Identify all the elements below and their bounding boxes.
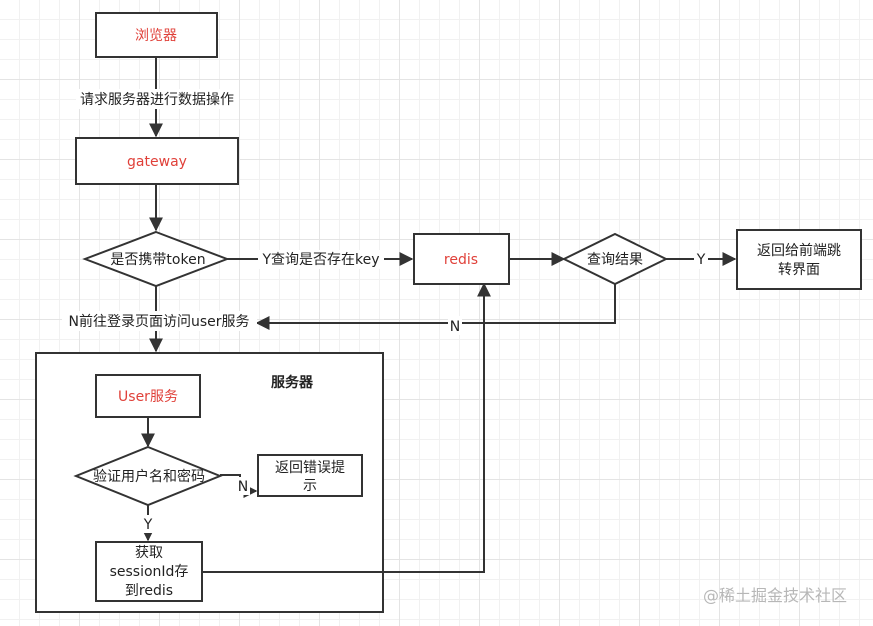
edge-label-bg xyxy=(236,477,250,495)
node-verify-label: 验证用户名和密码 xyxy=(93,468,205,485)
node-get-session-label-line3: 到redis xyxy=(125,583,173,599)
edge-label-no-token: N前往登录页面访问user服务 xyxy=(68,313,249,330)
node-return-error xyxy=(257,454,363,497)
node-return-front xyxy=(736,229,862,290)
node-get-session-label-line1: 获取 xyxy=(135,545,163,561)
edge-label-query-key: Y查询是否存在key xyxy=(261,252,379,268)
watermark: @稀土掘金技术社区 xyxy=(703,586,847,605)
edge-label-yes-verify: Y xyxy=(143,517,153,533)
node-query-result-label: 查询结果 xyxy=(587,252,643,268)
node-browser xyxy=(95,12,218,58)
node-user-service-label: User服务 xyxy=(118,389,178,405)
server-container-title: 服务器 xyxy=(271,374,314,391)
edge-result-no xyxy=(255,284,616,330)
node-return-error-label-line1: 返回错误提 xyxy=(275,460,345,476)
node-get-session xyxy=(95,541,203,602)
node-query-result xyxy=(561,232,669,286)
node-user-service xyxy=(95,374,201,418)
node-gateway-label: gateway xyxy=(127,154,187,170)
node-has-token-label: 是否携带token xyxy=(110,252,205,268)
edge-session-redis xyxy=(202,282,491,573)
edge-label-bg xyxy=(76,89,239,109)
edge-label-bg xyxy=(141,515,155,533)
edge-label-bg xyxy=(694,250,708,269)
node-browser-label: 浏览器 xyxy=(135,28,177,44)
edge-label-yes-result: Y xyxy=(696,252,706,268)
node-get-session-label-line2: sessionId存 xyxy=(110,564,189,580)
edge-label-bg xyxy=(258,250,384,269)
edge-label-bg xyxy=(448,316,462,335)
node-redis xyxy=(413,233,510,285)
node-return-error-label-line2: 示 xyxy=(303,478,317,494)
node-verify xyxy=(73,445,223,507)
edge-label-no-verify: N xyxy=(238,479,248,495)
node-has-token xyxy=(82,230,230,288)
node-redis-label: redis xyxy=(444,252,478,268)
node-return-front-label-line1: 返回给前端跳 xyxy=(757,242,841,259)
edge-label-bg xyxy=(62,311,257,331)
edge-label-no-result: N xyxy=(450,319,460,335)
node-return-front-label-line2: 转界面 xyxy=(778,262,820,278)
node-gateway xyxy=(75,137,239,185)
edge-label-request-server: 请求服务器进行数据操作 xyxy=(80,92,234,108)
